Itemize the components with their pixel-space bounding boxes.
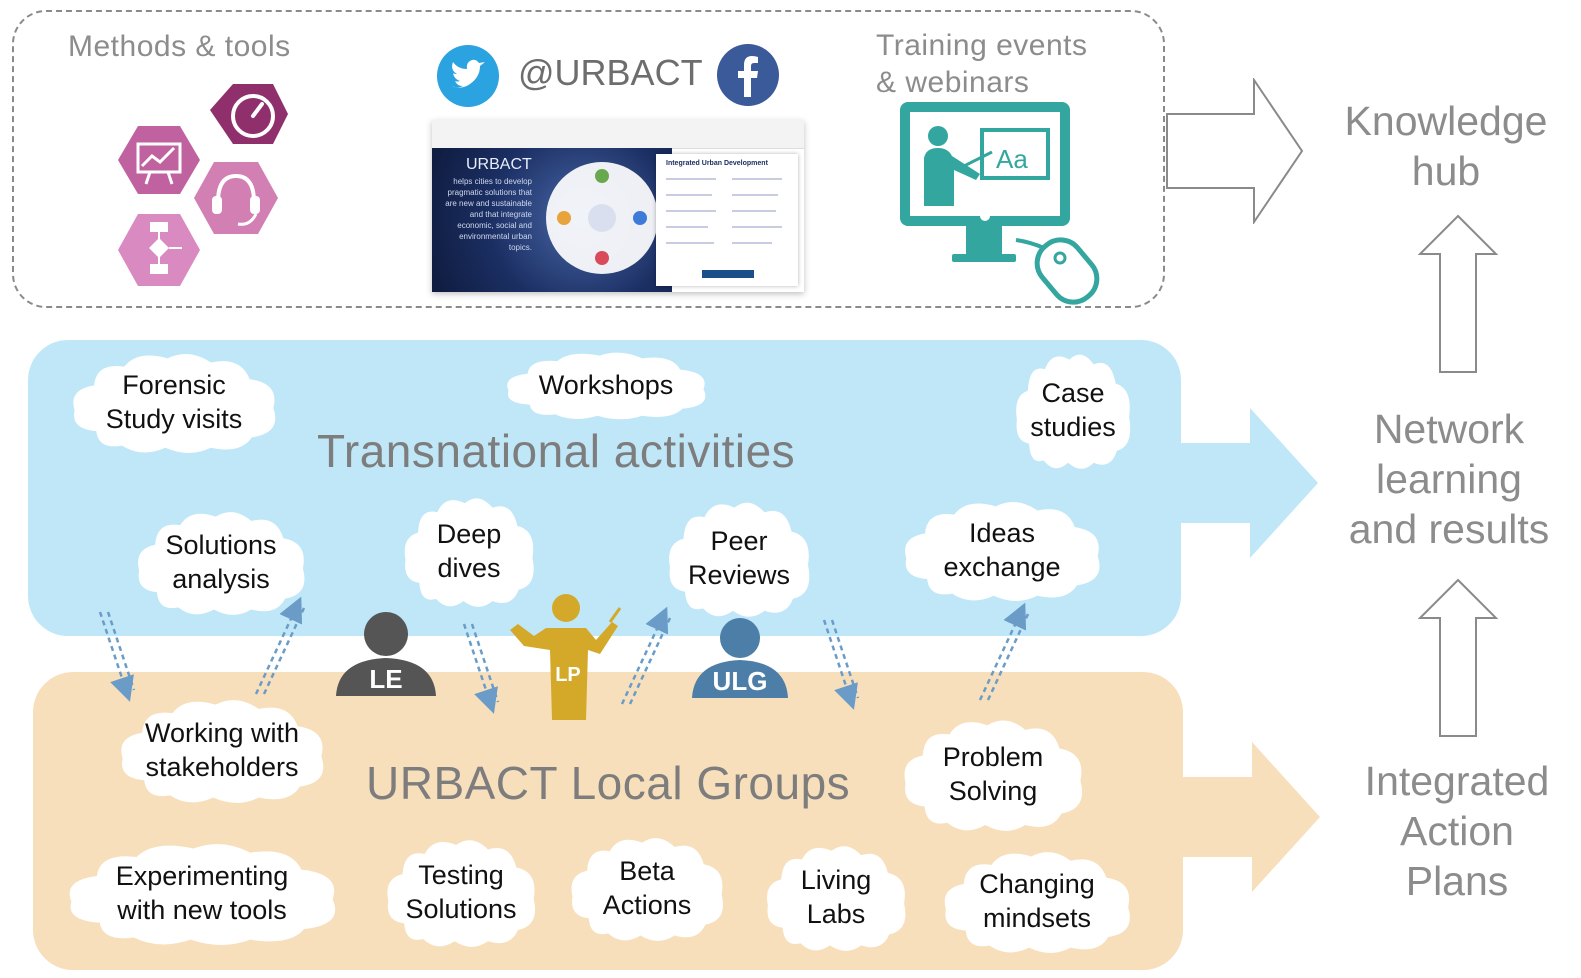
cloud-line: Testing	[418, 860, 504, 890]
svg-text:Aa: Aa	[996, 144, 1028, 174]
cloud-line: dives	[437, 553, 501, 583]
cloud-line: with new tools	[117, 895, 287, 925]
facebook-icon[interactable]	[716, 43, 780, 107]
person-icon	[336, 612, 436, 696]
training-label: Training events & webinars	[876, 27, 1088, 101]
screenshot-card-title: Integrated Urban Development	[666, 160, 768, 167]
cloud-line: Actions	[602, 890, 692, 920]
methods-tools-label: Methods & tools	[68, 30, 291, 63]
up-arrow-2	[620, 606, 672, 705]
cloud-line: analysis	[172, 564, 270, 594]
cloud-line: Working with	[144, 718, 300, 748]
cloud-line: Peer	[710, 526, 768, 556]
cloud-line: Deep	[436, 519, 502, 549]
down-arrow-2	[462, 623, 500, 714]
cloud-line: Problem	[942, 742, 1044, 772]
cloud-line: Beta	[619, 856, 675, 886]
integrated-plans-line: Plans	[1405, 858, 1509, 904]
down-arrow-1	[98, 611, 136, 702]
website-screenshot: URBACT helps cities to develop pragmatic…	[432, 120, 804, 292]
knowledge-hub-label: Knowledge hub	[1326, 96, 1566, 196]
network-learning-line: Network	[1373, 406, 1525, 452]
cloud-line: mindsets	[982, 903, 1092, 933]
cloud-line: Solving	[948, 776, 1038, 806]
cloud-line: Changing	[979, 869, 1095, 899]
le-person: LE	[334, 610, 438, 702]
urbact-handle[interactable]: @URBACT	[518, 52, 703, 93]
speedometer-icon	[210, 84, 288, 144]
screenshot-wheel	[546, 162, 658, 274]
cloud-experimenting: Experimenting with new tools	[60, 840, 344, 946]
cloud-line: exchange	[943, 552, 1061, 582]
knowledge-hub-line: Knowledge	[1344, 98, 1548, 144]
ulg-person: ULG	[690, 616, 790, 704]
presenter-icon	[510, 594, 622, 720]
cloud-line: Case	[1041, 378, 1105, 408]
person-icon	[692, 618, 788, 698]
lp-person: LP	[508, 592, 628, 720]
cloud-line: Solutions	[165, 530, 277, 560]
training-label-line1: Training events	[876, 29, 1088, 62]
integrated-plans-line: Integrated	[1364, 758, 1550, 804]
cloud-working-stakeholders: Working with stakeholders	[114, 696, 330, 804]
ulg-label: ULG	[712, 666, 768, 696]
cloud-workshops: Workshops	[500, 350, 712, 420]
cloud-line: Solutions	[405, 894, 517, 924]
cloud-line: Study visits	[105, 404, 243, 434]
cloud-line: Workshops	[538, 370, 674, 400]
screenshot-brand: URBACT	[466, 156, 532, 173]
methods-tools-hexagons	[118, 84, 288, 286]
screenshot-hero: URBACT helps cities to develop pragmatic…	[432, 148, 672, 292]
cloud-changing-mindsets: Changing mindsets	[938, 848, 1136, 954]
le-label: LE	[369, 664, 403, 694]
training-label-line2: & webinars	[876, 66, 1030, 99]
integrated-plans-label: Integrated Action Plans	[1346, 756, 1568, 906]
cloud-solutions-analysis: Solutions analysis	[132, 508, 310, 616]
cloud-line: studies	[1030, 412, 1116, 442]
screenshot-card-button	[702, 270, 754, 278]
cloud-line: Experimenting	[115, 861, 289, 891]
flowchart-icon	[118, 214, 200, 286]
network-learning-line: learning	[1376, 456, 1522, 502]
network-learning-label: Network learning and results	[1336, 404, 1562, 554]
down-arrow-3	[822, 619, 860, 710]
plans-to-network-arrow	[1418, 578, 1498, 737]
resources-output-arrow	[1166, 78, 1304, 224]
local-groups-output-arrow	[1182, 742, 1320, 892]
twitter-icon[interactable]	[436, 44, 500, 108]
cloud-deep-dives: Deep dives	[400, 494, 538, 608]
teacher-screen-icon: Aa	[900, 102, 1100, 305]
cloud-line: Reviews	[687, 560, 791, 590]
headset-icon	[194, 162, 278, 234]
integrated-plans-line: Action	[1400, 808, 1514, 854]
lp-label: LP	[555, 664, 581, 686]
cloud-case-studies: Case studies	[1012, 350, 1134, 470]
cloud-line: Labs	[806, 899, 866, 929]
local-groups-title: URBACT Local Groups	[366, 757, 851, 809]
transnational-output-arrow	[1180, 408, 1318, 558]
chart-board-icon	[118, 126, 200, 194]
cloud-line: stakeholders	[145, 752, 299, 782]
up-arrow-3	[978, 602, 1030, 701]
screenshot-blurb: helps cities to develop pragmatic soluti…	[445, 177, 532, 252]
up-arrow-1	[254, 596, 306, 695]
knowledge-hub-line: hub	[1411, 148, 1481, 194]
cloud-ideas-exchange: Ideas exchange	[898, 498, 1106, 602]
mouse-icon	[1015, 237, 1100, 305]
transnational-title: Transnational activities	[317, 425, 796, 477]
cloud-line: Living	[800, 865, 872, 895]
network-to-hub-arrow	[1418, 214, 1498, 373]
resources-panel	[12, 10, 1165, 308]
cloud-line: Forensic	[122, 370, 226, 400]
screenshot-card: Integrated Urban Development	[656, 154, 798, 286]
cloud-line: Ideas	[968, 518, 1036, 548]
network-learning-line: and results	[1348, 506, 1550, 552]
